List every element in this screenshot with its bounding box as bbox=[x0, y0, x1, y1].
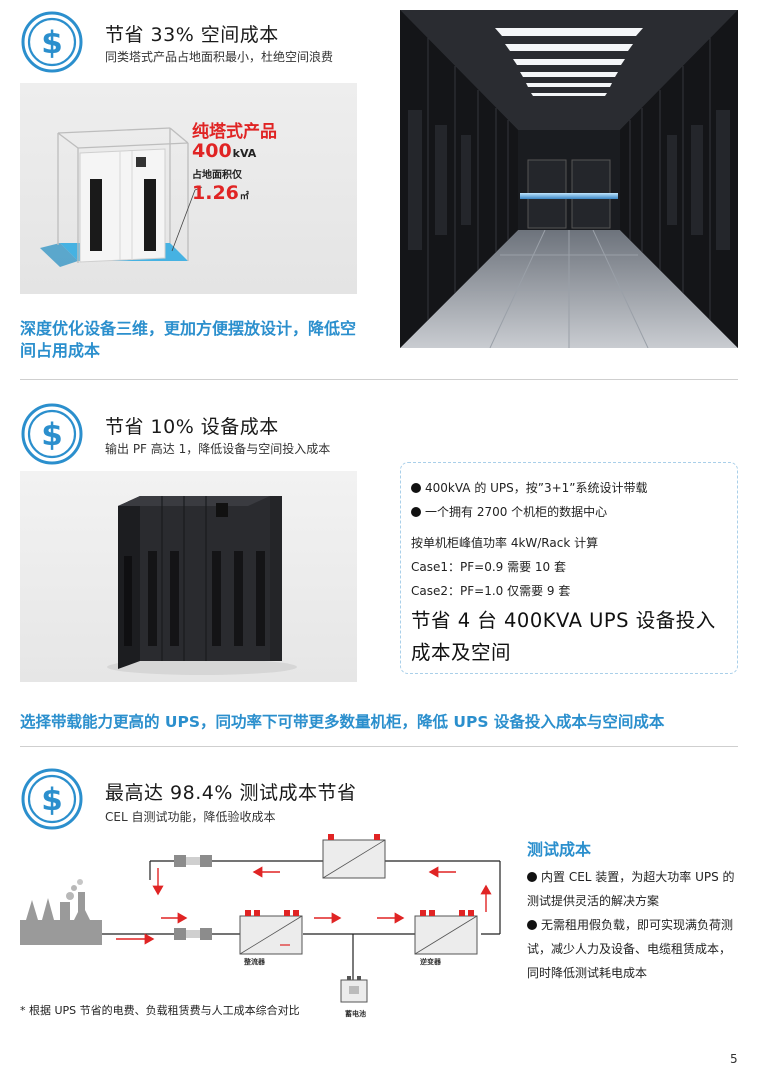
power-unit: kVA bbox=[232, 147, 257, 160]
rectifier-module bbox=[239, 910, 303, 955]
factory-icon bbox=[20, 879, 102, 945]
section1-subtitle: 同类塔式产品占地面积最小，杜绝空间浪费 bbox=[105, 50, 334, 64]
inverter-module bbox=[414, 910, 478, 955]
svg-text:$: $ bbox=[41, 782, 63, 818]
rectifier-label: 整流器 bbox=[244, 958, 265, 966]
calc-line-1: 按单机柜峰值功率 4kW/Rack 计算 bbox=[411, 536, 599, 550]
test-cost-para-1: 内置 CEL 装置，为超大功率 UPS 的测试提供灵活的解决方案 bbox=[527, 865, 741, 913]
calc-bullet-2: 一个拥有 2700 个机柜的数据中心 bbox=[411, 503, 607, 520]
test-cost-title: 测试成本 bbox=[527, 840, 592, 859]
test-cost-para-2: 无需租用假负载，即可实现满负荷测试，减少人力及设备、电缆租赁成本，同时降低测试耗… bbox=[527, 913, 741, 985]
section-divider-2 bbox=[20, 746, 738, 747]
inverter-label: 逆变器 bbox=[420, 958, 441, 966]
calc-line-2: Case1：PF=0.9 需要 10 套 bbox=[411, 560, 566, 574]
dollar-circle-icon: $ bbox=[21, 11, 83, 73]
calc-bullet-1-text: 400kVA 的 UPS，按”3+1”系统设计带载 bbox=[425, 481, 648, 495]
section3-title: 最高达 98.4% 测试成本节省 bbox=[105, 782, 357, 804]
section3-subtitle: CEL 自测试功能，降低验收成本 bbox=[105, 810, 276, 824]
bullet-dot bbox=[527, 920, 537, 930]
area-value: 1.26 bbox=[192, 182, 239, 204]
bullet-dot bbox=[411, 507, 421, 517]
section1-blue-text: 深度优化设备三维，更加方便摆放设计，降低空间占用成本 bbox=[20, 319, 357, 360]
calc-bullet-2-text: 一个拥有 2700 个机柜的数据中心 bbox=[425, 505, 608, 519]
tower-product-image: 纯塔式产品 400kVA 占地面积仅 1.26㎡ bbox=[20, 83, 357, 294]
cel-test-diagram bbox=[20, 834, 501, 1003]
section1-title: 节省 33% 空间成本 bbox=[105, 24, 279, 46]
calculation-box: 400kVA 的 UPS，按”3+1”系统设计带载 一个拥有 2700 个机柜的… bbox=[400, 462, 738, 674]
power-value: 400 bbox=[192, 140, 232, 162]
test-cost-para-1-text: 内置 CEL 装置，为超大功率 UPS 的测试提供灵活的解决方案 bbox=[527, 870, 735, 908]
dollar-circle-icon: $ bbox=[21, 403, 83, 465]
test-cost-para-2-text: 无需租用假负载，即可实现满负荷测试，减少人力及设备、电缆租赁成本，同时降低测试耗… bbox=[527, 918, 734, 980]
area-unit: ㎡ bbox=[239, 192, 249, 202]
dollar-circle-icon: $ bbox=[21, 768, 83, 830]
calc-bullet-1: 400kVA 的 UPS，按”3+1”系统设计带载 bbox=[411, 479, 648, 496]
ups-cabinet-image bbox=[20, 471, 357, 682]
section2-title: 节省 10% 设备成本 bbox=[105, 416, 279, 438]
page-number: 5 bbox=[730, 1052, 738, 1066]
section2-subtitle: 输出 PF 高达 1，降低设备与空间投入成本 bbox=[105, 442, 331, 456]
svg-text:$: $ bbox=[41, 417, 63, 453]
battery-icon bbox=[340, 976, 368, 1003]
tower-red-title: 纯塔式产品 bbox=[192, 122, 277, 142]
calc-conclusion: 节省 4 台 400KVA UPS 设备投入成本及空间 bbox=[411, 609, 716, 664]
tower-area-label: 占地面积仅 bbox=[192, 170, 242, 181]
section2-blue-text: 选择带载能力更高的 UPS，同功率下可带更多数量机柜，降低 UPS 设备投入成本… bbox=[20, 713, 665, 731]
calc-line-3: Case2：PF=1.0 仅需要 9 套 bbox=[411, 584, 571, 598]
tower-power-value: 400kVA bbox=[192, 140, 256, 162]
tower-area-value: 1.26㎡ bbox=[192, 182, 249, 204]
section-divider-1 bbox=[20, 379, 738, 380]
footnote: * 根据 UPS 节省的电费、负载租赁费与人工成本综合对比 bbox=[20, 1004, 300, 1017]
bullet-dot bbox=[411, 483, 421, 493]
datacenter-corridor-image bbox=[400, 10, 738, 348]
svg-text:$: $ bbox=[41, 25, 63, 61]
top-module bbox=[322, 834, 386, 879]
battery-label: 蓄电池 bbox=[345, 1010, 366, 1018]
bullet-dot bbox=[527, 872, 537, 882]
